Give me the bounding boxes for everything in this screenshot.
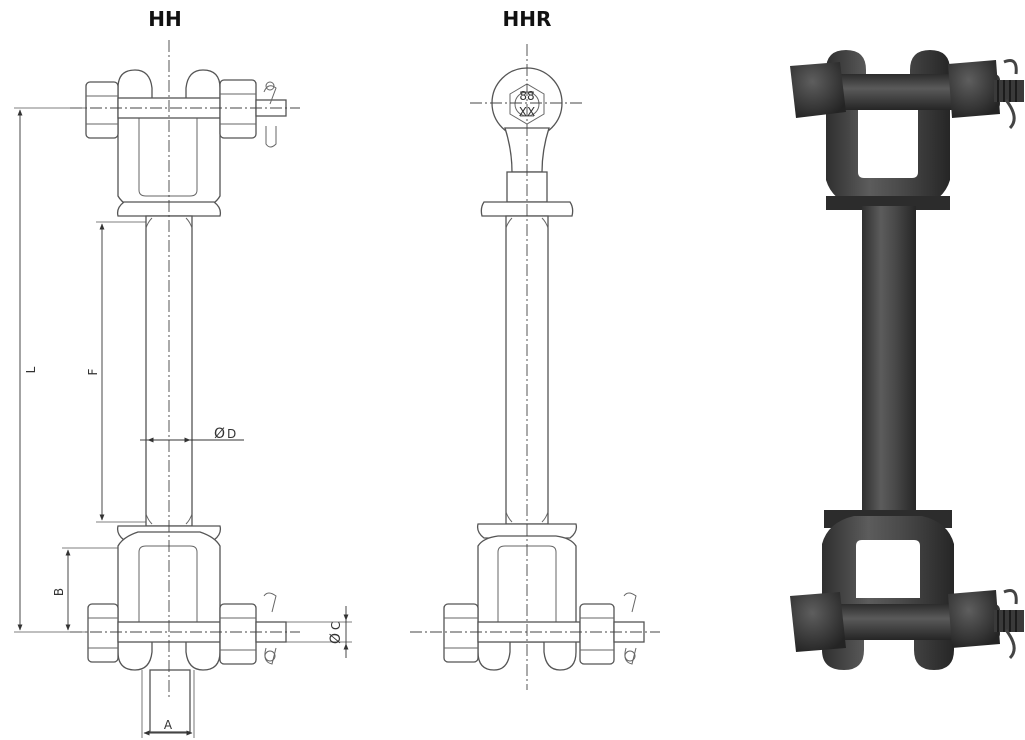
title-hhr: HHR — [503, 7, 552, 31]
dim-B-label: B — [52, 588, 66, 596]
render-shank — [862, 206, 916, 518]
render-bottom-nut — [948, 590, 1000, 648]
hh-drawing — [70, 40, 300, 733]
hh-bottom-nut — [219, 603, 257, 665]
dim-D-label: D — [227, 427, 236, 441]
hh-top-bolt-head — [85, 81, 119, 139]
hhr-drawing: 88 XX — [410, 44, 660, 690]
render-top-nut — [948, 60, 1000, 118]
hh-bottom-bolt-head — [87, 603, 119, 663]
dim-C-symbol: Ø — [328, 633, 344, 644]
hh-dimensions: L F B Ø D Ø C A — [14, 107, 352, 738]
render-top-bolt-head — [790, 62, 846, 118]
dim-C-label: C — [329, 622, 343, 630]
dim-A-label: A — [164, 718, 173, 732]
hh-top-nut — [219, 79, 257, 139]
dim-D-symbol: Ø — [214, 426, 225, 442]
dim-F-label: F — [86, 368, 100, 375]
product-render — [790, 50, 1024, 670]
render-bottom-bolt-head — [790, 592, 846, 652]
dim-L-label: L — [24, 366, 38, 373]
title-hh: HH — [148, 7, 181, 31]
hhr-bottom-nut — [579, 603, 615, 665]
hhr-bottom-bolt-head — [443, 603, 479, 663]
